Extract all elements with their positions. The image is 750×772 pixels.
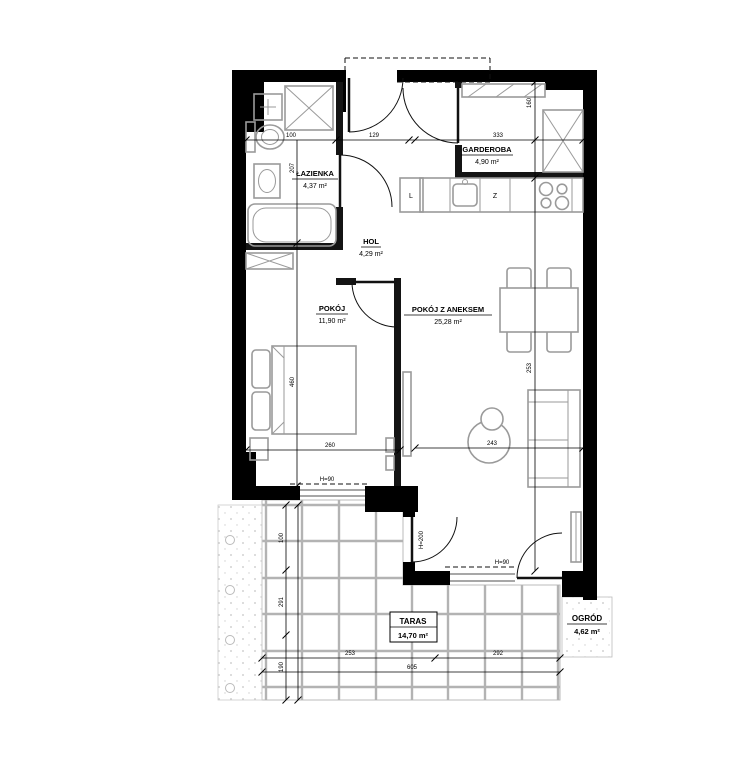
room-label-taras: TARAS — [400, 617, 428, 626]
room-labels: ŁAZIENKA 4,37 m² GARDEROBA 4,90 m² HOL 4… — [292, 145, 513, 326]
dim-bottom-2: 292 — [493, 651, 504, 657]
dim-left-bathroom: 207 — [290, 162, 296, 173]
entrance-door — [347, 77, 404, 133]
bathtub — [247, 203, 337, 247]
room-area-taras: 14,70 m² — [398, 631, 429, 640]
bathroom-sink — [253, 163, 281, 199]
toilet — [245, 121, 285, 153]
bedroom-window — [300, 489, 365, 497]
dim-right-top: 160 — [527, 97, 533, 108]
room-label-pokoj-z-aneksem: POKÓJ Z ANEKSEM — [412, 305, 484, 314]
room-label-lazienka: ŁAZIENKA — [296, 169, 334, 178]
dim-living-width: 243 — [487, 441, 498, 447]
dishwasher-letter: Z — [493, 193, 498, 200]
kitchen-counter — [419, 177, 584, 213]
dim-bottom-total: 605 — [407, 665, 418, 671]
kitchen-sink — [452, 179, 478, 207]
room-area-ogrod: 4,62 m² — [574, 627, 600, 636]
room-area-pokoj-z-aneksem: 25,28 m² — [434, 319, 462, 326]
terrace-door — [410, 516, 458, 563]
annotation-terrace-door: H=200 — [419, 530, 425, 549]
room-area-lazienka: 4,37 m² — [303, 183, 327, 190]
ogrod-label: OGRÓD 4,62 m² — [565, 612, 609, 636]
room-area-pokoj: 11,90 m² — [318, 318, 346, 325]
dim-bottom-1: 253 — [345, 651, 356, 657]
dim-left-bedroom: 460 — [290, 376, 296, 387]
dim-top-3: 333 — [493, 133, 504, 139]
bathroom-door — [338, 154, 393, 208]
dim-terrace-left-3: 190 — [279, 661, 285, 672]
wardrobe-closet — [542, 109, 584, 173]
garden-door — [516, 532, 563, 580]
bedroom-radiator — [385, 437, 395, 471]
dim-top-1: 100 — [286, 133, 297, 139]
room-label-pokoj: POKÓJ — [319, 304, 345, 313]
shaft-hatch — [245, 252, 294, 270]
dim-terrace-left-1: 100 — [279, 532, 285, 543]
annotation-window-living: H=90 — [495, 560, 510, 566]
tv — [402, 371, 412, 457]
dim-bed-width: 260 — [325, 443, 336, 449]
living-window — [450, 573, 515, 582]
outer-walls — [232, 70, 597, 600]
wardrobe-shelf — [461, 83, 546, 98]
fridge-letter: L — [409, 193, 413, 200]
room-label-ogrod: OGRÓD — [572, 614, 602, 623]
nightstand — [249, 437, 269, 461]
fridge: L — [399, 177, 424, 213]
room-area-hol: 4,29 m² — [359, 251, 383, 258]
washing-machine — [253, 85, 334, 131]
sofa — [527, 389, 581, 488]
dimension-lines: 100 129 333 207 460 160 253 260 243 253 … — [242, 78, 587, 704]
room-area-garderoba: 4,90 m² — [475, 159, 499, 166]
taras-label-box: TARAS 14,70 m² — [389, 611, 438, 643]
annotation-window-bedroom: H=90 — [320, 477, 335, 483]
dining-table-set — [499, 267, 579, 353]
dim-terrace-left-2: 291 — [279, 596, 285, 607]
wardrobe-room-door — [402, 87, 460, 144]
room-label-hol: HOL — [363, 237, 379, 246]
height-annotations: H=90 H=90 H=200 — [290, 477, 515, 568]
dim-living-vertical: 253 — [527, 362, 533, 373]
garden-strip-left — [217, 504, 263, 701]
plant — [467, 407, 511, 464]
bed — [251, 345, 357, 435]
entrance-dashed-outline — [344, 57, 491, 83]
dim-top-2: 129 — [369, 133, 380, 139]
stove — [538, 181, 570, 211]
room-label-garderoba: GARDEROBA — [462, 145, 512, 154]
bedroom-door — [351, 280, 398, 328]
wall-radiator — [570, 511, 582, 563]
